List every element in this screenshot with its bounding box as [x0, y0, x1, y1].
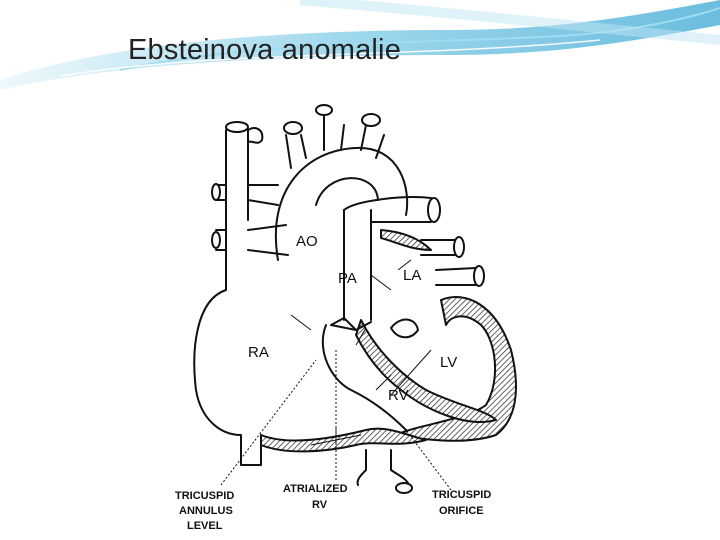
orifice-pointer	[405, 429, 452, 491]
svc-opening	[225, 121, 249, 133]
pulmonary-valve	[330, 317, 372, 331]
caption-tricuspid-orifice-line2: ORIFICE	[439, 505, 484, 517]
caption-atrialized-line1: ATRIALIZED	[283, 483, 348, 495]
right-atrium	[193, 289, 262, 466]
slide-title: Ebsteinova anomalie	[128, 34, 402, 66]
right-pulmonary-vessels	[215, 184, 227, 251]
caption-tricuspid-annulus-line3: LEVEL	[187, 520, 223, 532]
right-ventricle	[321, 324, 407, 431]
label-la: LA	[403, 267, 421, 284]
heart-diagram-svg: AO PA LA RA LV RV TRICUSPID ANNULUS LEVE…	[175, 104, 517, 532]
label-rv: RV	[388, 387, 409, 404]
caption-tricuspid-annulus-line2: ANNULUS	[179, 505, 233, 517]
pulmonary-artery	[343, 209, 372, 321]
heart-diagram: AO PA LA RA LV RV TRICUSPID ANNULUS LEVE…	[166, 90, 545, 540]
label-ao: AO	[296, 233, 318, 250]
caption-atrialized-line2: RV	[312, 499, 328, 511]
aortic-valve	[390, 318, 419, 339]
displaced-tricuspid-leaflet	[260, 427, 427, 453]
caption-tricuspid-annulus-line1: TRICUSPID	[175, 490, 234, 502]
caption-tricuspid-orifice-line1: TRICUSPID	[432, 489, 491, 501]
aortic-arch	[274, 146, 409, 261]
annulus-pointer	[220, 359, 317, 486]
label-ra: RA	[248, 344, 269, 361]
left-atrial-wall	[380, 229, 432, 251]
label-lv: LV	[440, 354, 457, 371]
header-swoosh	[0, 0, 720, 90]
ventricular-septum	[355, 319, 497, 423]
label-pa: PA	[338, 270, 357, 287]
